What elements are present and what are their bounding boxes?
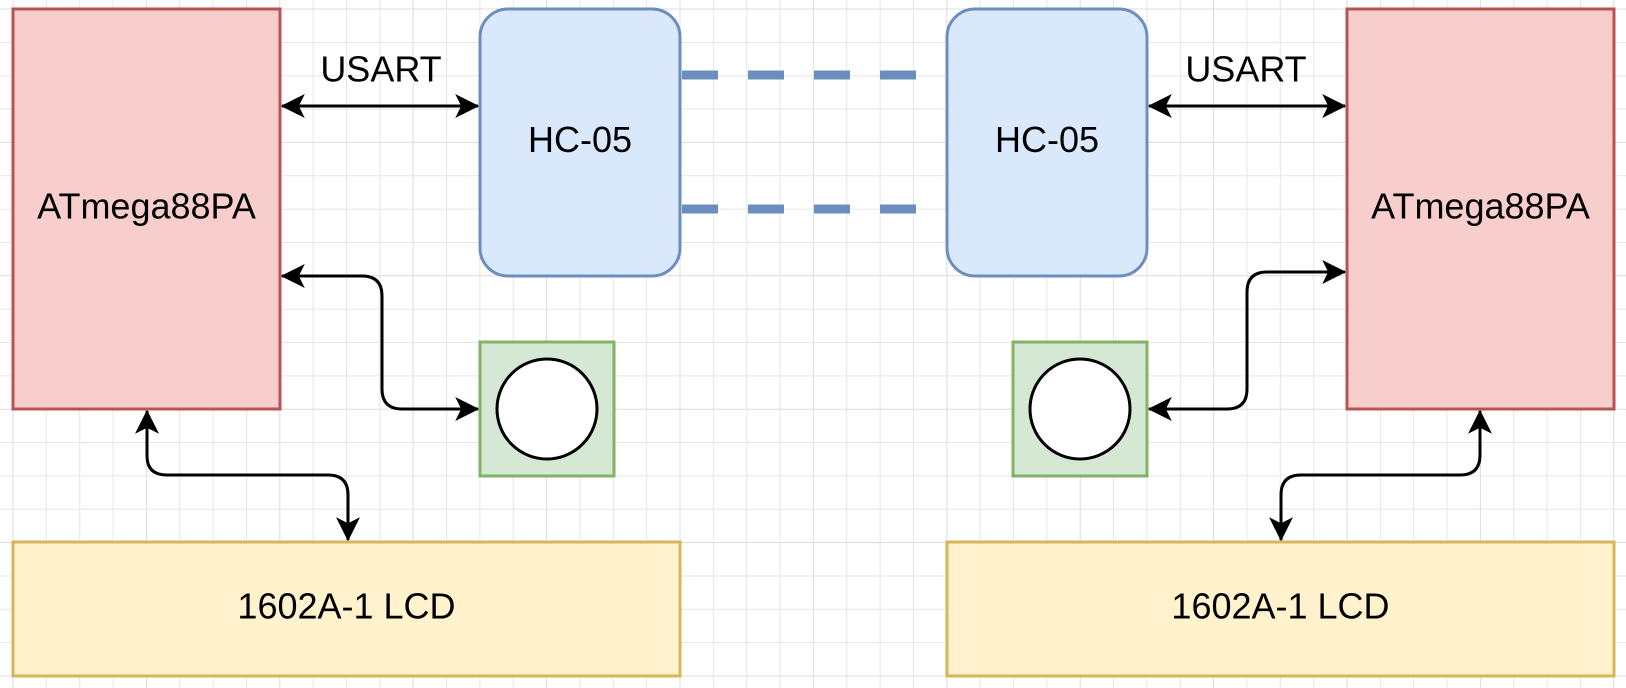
right-mcu-label: ATmega88PA bbox=[1371, 186, 1590, 227]
right-lcd-box[interactable] bbox=[945, 540, 1616, 678]
left-hc05-label: HC-05 bbox=[528, 119, 632, 160]
left-mcu-box[interactable] bbox=[11, 7, 282, 411]
right-system: ATmega88PA HC-05 1602A-1 LCD USART bbox=[945, 7, 1616, 678]
left-mcu-label: ATmega88PA bbox=[37, 186, 256, 227]
left-mcu-lcd-edge bbox=[135, 409, 360, 542]
right-hc05-box[interactable] bbox=[945, 7, 1149, 278]
left-mcu-button-edge bbox=[280, 264, 480, 421]
right-hc05-label: HC-05 bbox=[995, 119, 1099, 160]
left-system: ATmega88PA HC-05 1602A-1 LCD USART bbox=[11, 7, 682, 678]
right-usart-label: USART bbox=[1185, 49, 1306, 90]
left-hc05-box[interactable] bbox=[478, 7, 682, 278]
left-lcd-box[interactable] bbox=[11, 540, 682, 678]
right-lcd-label: 1602A-1 LCD bbox=[1171, 586, 1389, 627]
left-circle-button-icon bbox=[495, 357, 599, 461]
right-mcu-lcd-edge bbox=[1269, 409, 1492, 542]
wireless-link bbox=[682, 70, 947, 214]
left-lcd-label: 1602A-1 LCD bbox=[237, 586, 455, 627]
right-mcu-button-edge bbox=[1147, 260, 1347, 421]
right-mcu-box[interactable] bbox=[1345, 7, 1616, 411]
right-circle-button-icon bbox=[1028, 357, 1132, 461]
left-usart-label: USART bbox=[320, 49, 441, 90]
